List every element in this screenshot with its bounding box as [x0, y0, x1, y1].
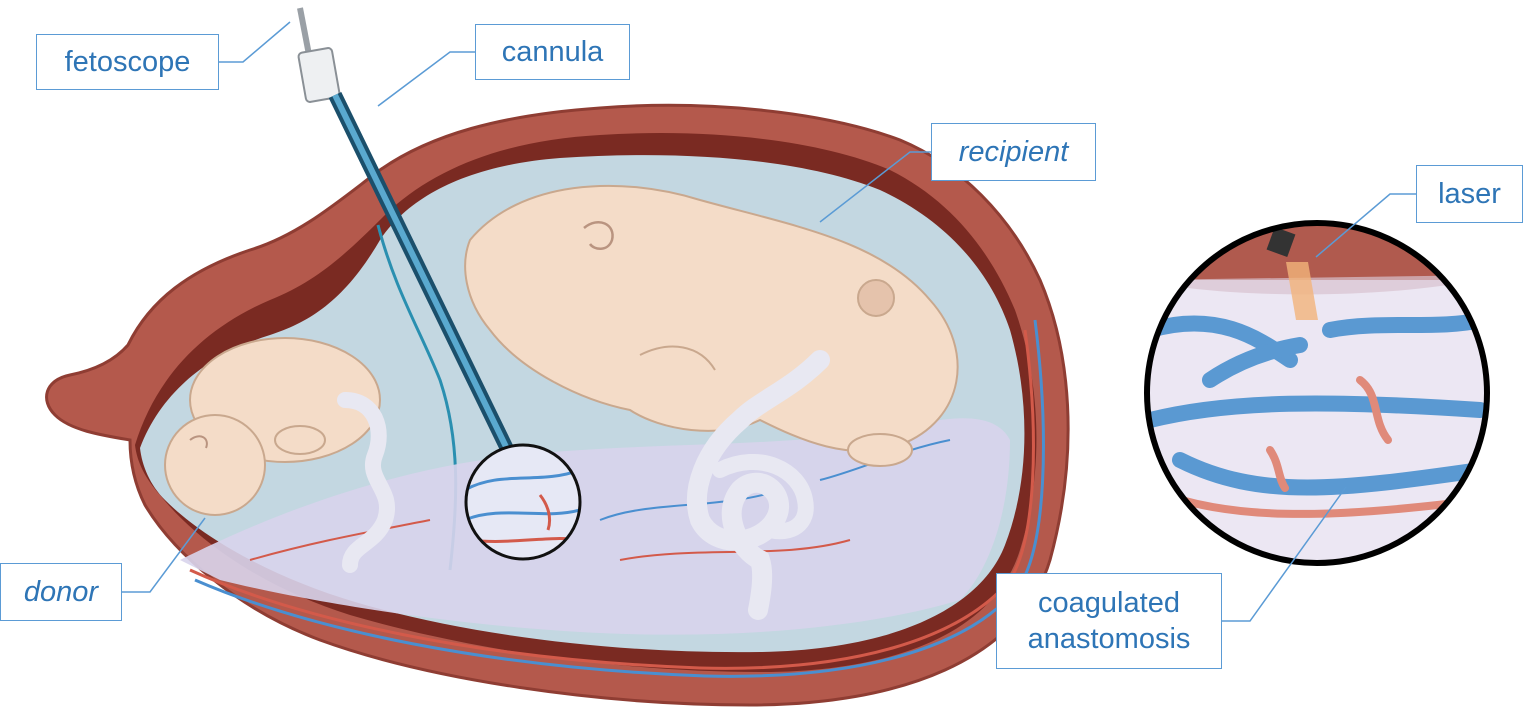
zoom-inset-circle	[1140, 215, 1500, 563]
coagulated-label-line1: coagulated	[1038, 585, 1180, 621]
cannula-label: cannula	[475, 24, 630, 80]
recipient-label: recipient	[931, 123, 1096, 181]
laser-label: laser	[1416, 165, 1523, 223]
coagulated-label-line2: anastomosis	[1028, 621, 1191, 657]
fetoscope-label: fetoscope	[36, 34, 219, 90]
donor-label: donor	[0, 563, 122, 621]
small-zoom-circle	[465, 445, 580, 559]
coagulated-anastomosis-label: coagulated anastomosis	[996, 573, 1222, 669]
